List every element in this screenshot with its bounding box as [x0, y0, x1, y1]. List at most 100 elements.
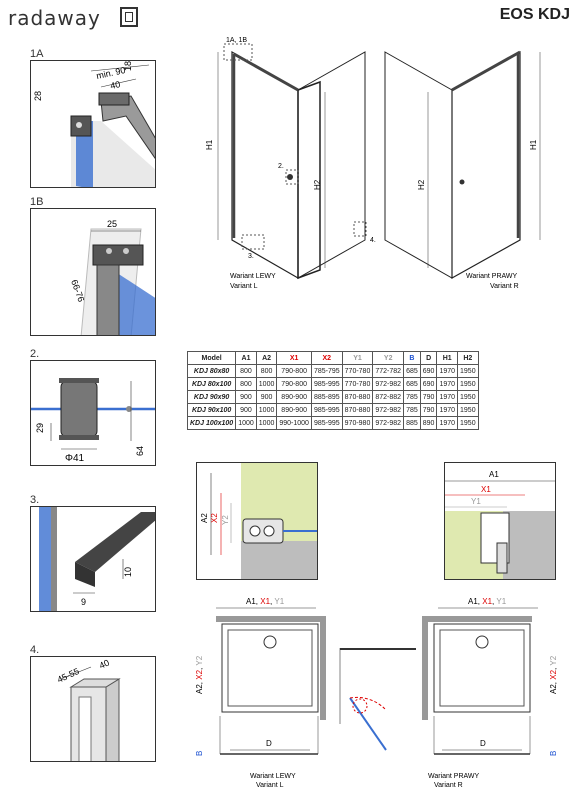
dim-x1: X1	[481, 485, 491, 494]
dim-25: 25	[107, 219, 117, 229]
table-cell: 970-980	[341, 416, 374, 430]
table-cell: 1000	[255, 416, 278, 430]
table-header-cell: D	[419, 351, 438, 365]
table-cell-model: KDJ 100x100	[186, 416, 237, 430]
table-cell: 790	[419, 390, 438, 404]
dim-40b: 40	[98, 658, 111, 671]
table-cell-model: KDJ 90x90	[186, 390, 237, 404]
detail-3-drawing: 10 9	[39, 507, 155, 611]
dim-18: 18	[123, 61, 133, 71]
table-cell: 1970	[436, 390, 459, 404]
table-cell: 972-982	[372, 416, 405, 430]
table-cell: 685	[403, 377, 421, 391]
dim-40: 40	[109, 79, 121, 91]
dim-9: 9	[81, 597, 86, 607]
dim-h2-right: H2	[417, 179, 426, 190]
table-cell: 1000	[235, 416, 257, 430]
dim-64: 64	[135, 446, 145, 456]
detail-2-label: 2.	[30, 348, 40, 360]
table-cell: 685	[403, 364, 421, 378]
table-cell: 890-900	[276, 390, 312, 404]
dim-min90: min. 90	[95, 65, 126, 81]
table-cell: 770-780	[341, 364, 374, 378]
detail-3-label: 3.	[30, 494, 40, 506]
table-cell: 1970	[436, 364, 459, 378]
table-cell: 770-780	[341, 377, 374, 391]
top-detail-panel: A1 X1 Y1	[444, 462, 556, 580]
table-cell: 790	[419, 403, 438, 417]
table-cell: 790-800	[276, 364, 312, 378]
table-header-cell: Y2	[372, 351, 405, 365]
detail-4-drawing: 45-55 40	[56, 658, 121, 761]
dim-x2: X2	[210, 513, 219, 523]
table-cell: 785-795	[310, 364, 343, 378]
plan-drawing: A1, X1, Y1 D A2, X2, Y2 B Wariant LEWY V…	[195, 597, 558, 789]
elev-left-cap1: Wariant LEWY	[230, 273, 276, 280]
plan-left-cap2: Variant L	[256, 782, 284, 789]
table-cell: 1970	[436, 416, 459, 430]
table-cell-model: KDJ 80x80	[186, 364, 237, 378]
elevation-drawing: H1 H2 1A, 1B 2. 3. 4. Wariant LEWY Varia…	[205, 37, 541, 290]
table-cell: 1950	[457, 364, 479, 378]
table-cell: 870-880	[341, 390, 374, 404]
dim-y1: Y1	[471, 497, 481, 506]
elev-right-cap1: Wariant PRAWY	[466, 273, 518, 280]
plan-right-d: D	[480, 739, 486, 748]
table-header-cell: A2	[255, 351, 278, 365]
dim-h1-left: H1	[205, 139, 214, 150]
table-cell: 1950	[457, 403, 479, 417]
table-cell: 690	[419, 377, 438, 391]
elev-left-cap2: Variant L	[230, 283, 258, 290]
callout-3: 3.	[248, 253, 254, 260]
table-header-cell: A1	[235, 351, 257, 365]
plan-left-d: D	[266, 739, 272, 748]
table-cell: 1000	[255, 403, 278, 417]
detail-1a-drawing: min. 90 40 18 28	[33, 61, 155, 187]
callout-4: 4.	[370, 237, 376, 244]
dim-y2: Y2	[221, 515, 230, 525]
dim-h2-left: H2	[313, 179, 322, 190]
table-cell: 985-995	[310, 377, 343, 391]
table-cell: 800	[255, 364, 278, 378]
side-detail-panel: A2 X2 Y2	[196, 462, 318, 580]
detail-1b-panel: 25 66-76	[30, 208, 156, 336]
table-cell: 900	[235, 403, 257, 417]
plan-right-top-dim: A1, X1, Y1	[468, 597, 507, 606]
table-cell: 885-895	[310, 390, 343, 404]
plan-left-side-dim: A2, X2, Y2	[195, 655, 204, 694]
table-cell: 890-900	[276, 403, 312, 417]
table-cell: 1950	[457, 416, 479, 430]
table-cell: 1000	[255, 377, 278, 391]
plan-left-top-dim: A1, X1, Y1	[246, 597, 285, 606]
product-title: EOS KDJ	[499, 6, 570, 23]
detail-1b-label: 1B	[30, 196, 44, 208]
table-header-cell: X2	[310, 351, 343, 365]
table-cell: 900	[235, 390, 257, 404]
table-cell: 972-982	[372, 403, 405, 417]
table-cell: 772-782	[372, 364, 405, 378]
brand-logo-text: radaway	[8, 6, 101, 30]
elev-right-cap2: Variant R	[490, 283, 519, 290]
table-cell: 800	[235, 377, 257, 391]
detail-1a-panel: min. 90 40 18 28	[30, 60, 156, 188]
dim-h1-right: H1	[529, 139, 538, 150]
table-cell: 985-995	[310, 416, 343, 430]
dim-66-76: 66-76	[69, 278, 86, 303]
table-header-cell: H1	[436, 351, 459, 365]
detail-1b-drawing: 25 66-76	[69, 219, 155, 335]
table-cell: 1970	[436, 377, 459, 391]
plan-right-b: B	[549, 751, 558, 756]
plan-right-cap1: Wariant PRAWY	[428, 773, 480, 780]
table-cell: 1950	[457, 377, 479, 391]
dim-phi41: Φ41	[65, 453, 85, 464]
table-cell: 900	[255, 390, 278, 404]
